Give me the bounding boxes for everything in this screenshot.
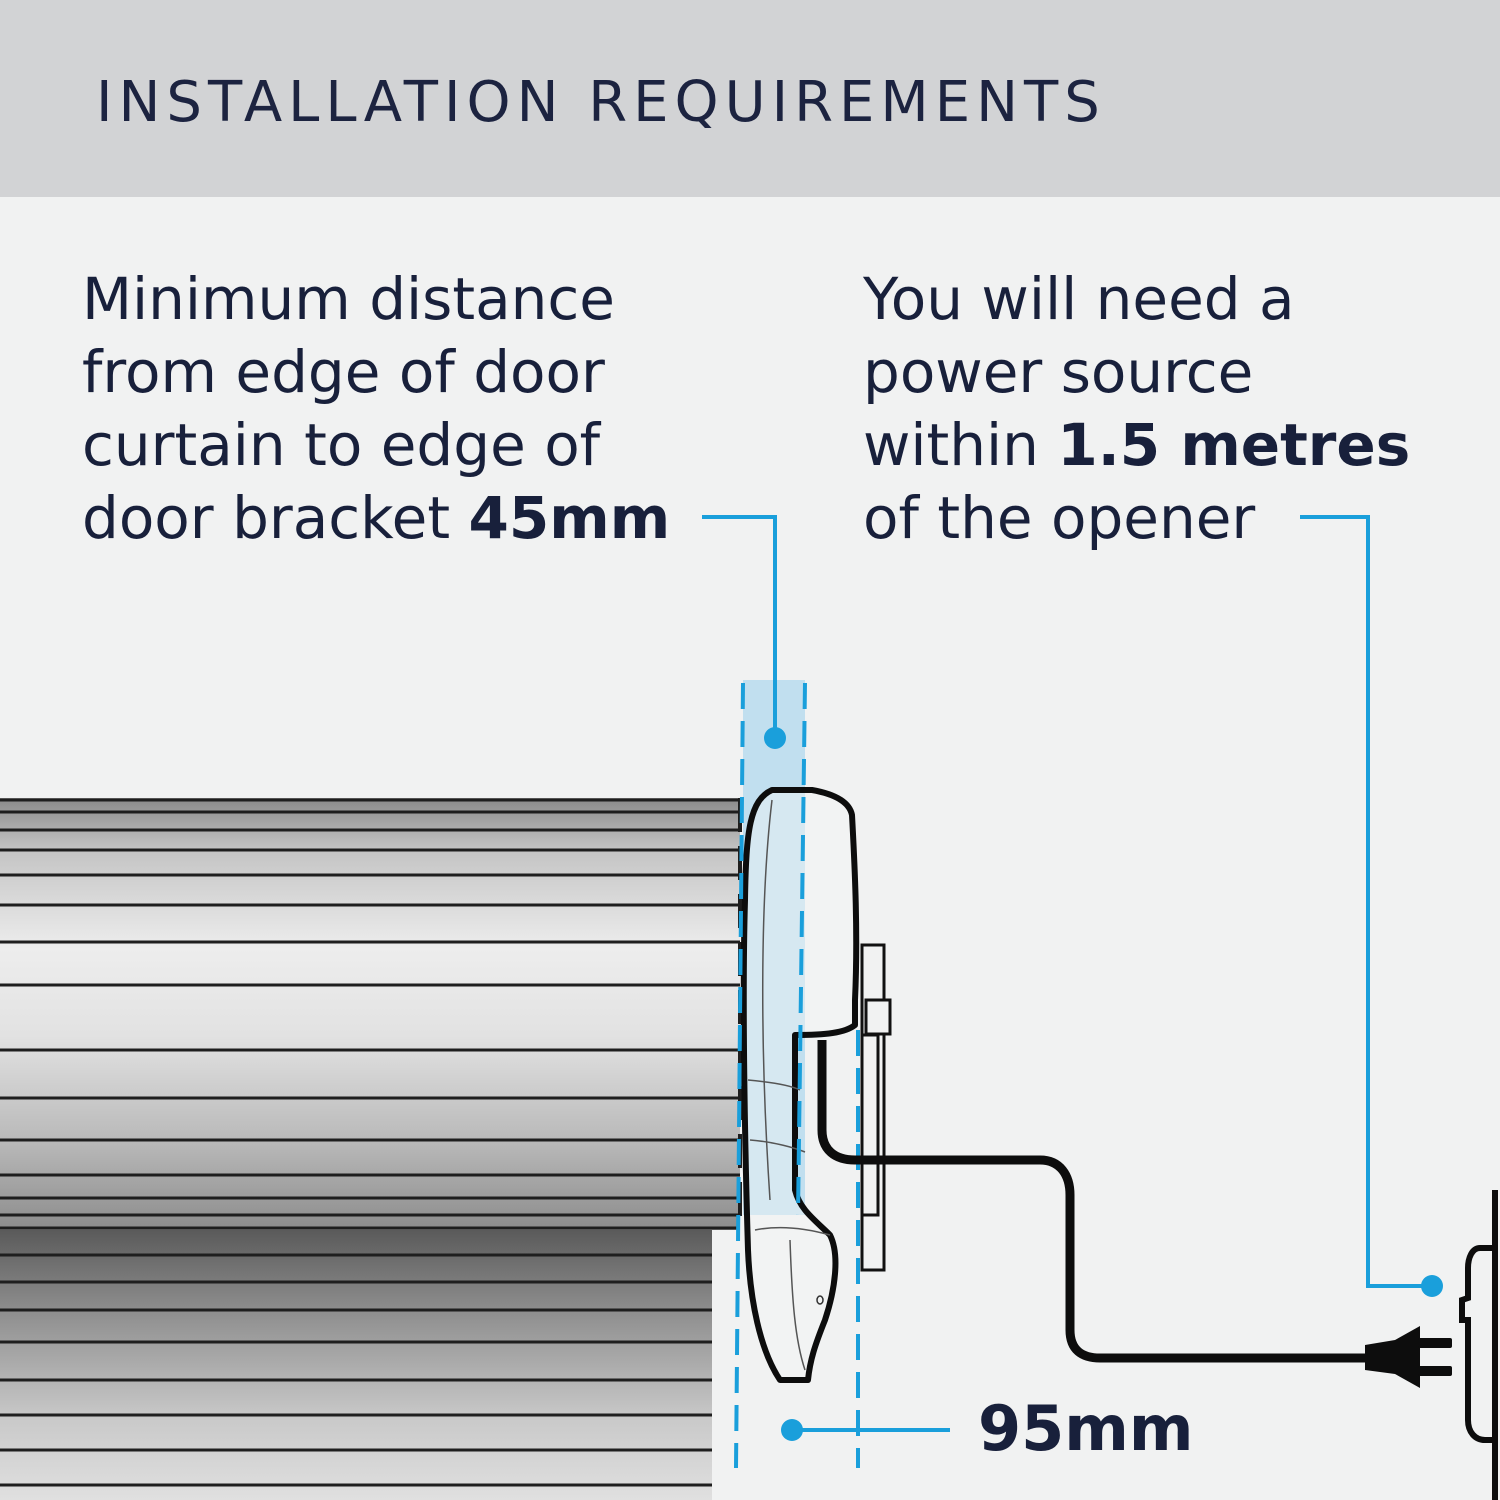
door-bracket-icon (860, 943, 892, 1272)
power-caption-line: power source (863, 338, 1254, 406)
callout-leader-45mm (702, 515, 786, 749)
callout-leader-power (1300, 515, 1443, 1297)
power-caption: You will need a power source within 1.5 … (863, 263, 1443, 555)
power-distance-value: 1.5 metres (1057, 411, 1411, 479)
plug-icon (1365, 1326, 1452, 1388)
clearance-value: 45mm (468, 484, 671, 552)
door-opener-motor-icon (740, 787, 860, 1383)
clearance-caption-line: curtain to edge of (82, 411, 601, 479)
clearance-caption-line: Minimum distance (82, 265, 615, 333)
garage-door-roll-icon (0, 798, 742, 1500)
measurement-guides (734, 682, 860, 1469)
clearance-caption-line: from edge of door (82, 338, 605, 406)
power-caption-line: You will need a (863, 265, 1295, 333)
wall-socket-icon (1459, 1190, 1498, 1500)
header-banner: INSTALLATION REQUIREMENTS (0, 0, 1500, 197)
power-caption-line: within (863, 411, 1058, 479)
power-caption-line: of the opener (863, 484, 1256, 552)
opener-depth-label: 95mm (978, 1392, 1194, 1465)
clearance-caption: Minimum distance from edge of door curta… (82, 263, 702, 555)
callout-leader-95mm (781, 1419, 950, 1441)
page-title: INSTALLATION REQUIREMENTS (96, 70, 1106, 135)
clearance-caption-line: door bracket (82, 484, 469, 552)
power-cable-icon (817, 1040, 1370, 1363)
